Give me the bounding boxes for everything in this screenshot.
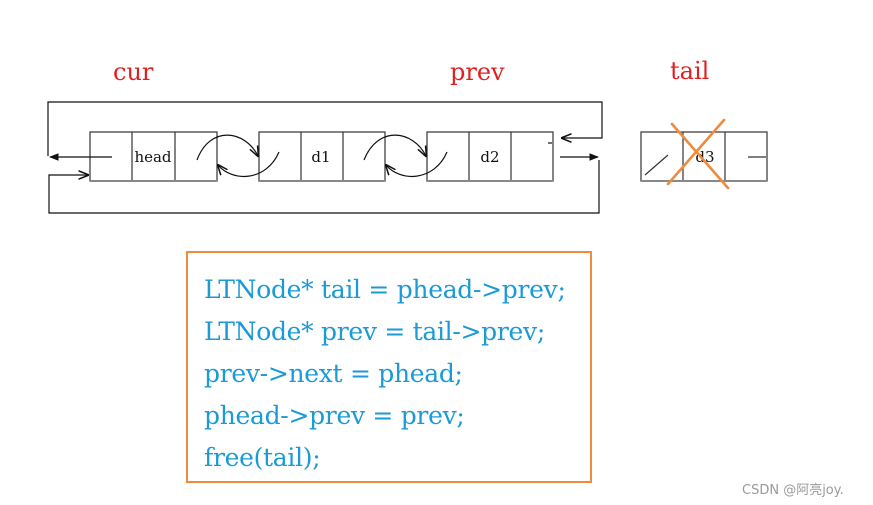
code-box: LTNode* tail = phead->prev; LTNode* prev… <box>186 251 592 483</box>
node-head-label: head <box>134 148 171 166</box>
node-d2-label: d2 <box>480 148 499 166</box>
node-d1-label: d1 <box>311 148 330 166</box>
pointer-label-prev: prev <box>450 58 505 86</box>
node-d2: d2 <box>426 131 554 182</box>
node-head: head <box>89 131 218 182</box>
code-line-3: prev->next = phead; <box>204 359 463 388</box>
watermark: CSDN @阿亮joy. <box>742 483 844 498</box>
link-d1-d2 <box>363 134 448 178</box>
code-line-5: free(tail); <box>204 443 321 472</box>
node-d3-label: d3 <box>695 148 714 166</box>
code-line-4: phead->prev = prev; <box>204 401 465 430</box>
pointer-label-tail: tail <box>670 57 710 85</box>
d2-next-pointer <box>548 142 599 161</box>
loop-wires <box>47 101 603 214</box>
node-d1: d1 <box>258 131 386 182</box>
code-line-2: LTNode* prev = tail->prev; <box>204 317 545 346</box>
removed-cross <box>666 118 730 190</box>
link-head-d1 <box>196 134 280 178</box>
code-line-1: LTNode* tail = phead->prev; <box>204 275 566 304</box>
pointer-label-cur: cur <box>113 58 154 86</box>
node-d3: d3 <box>640 131 768 182</box>
